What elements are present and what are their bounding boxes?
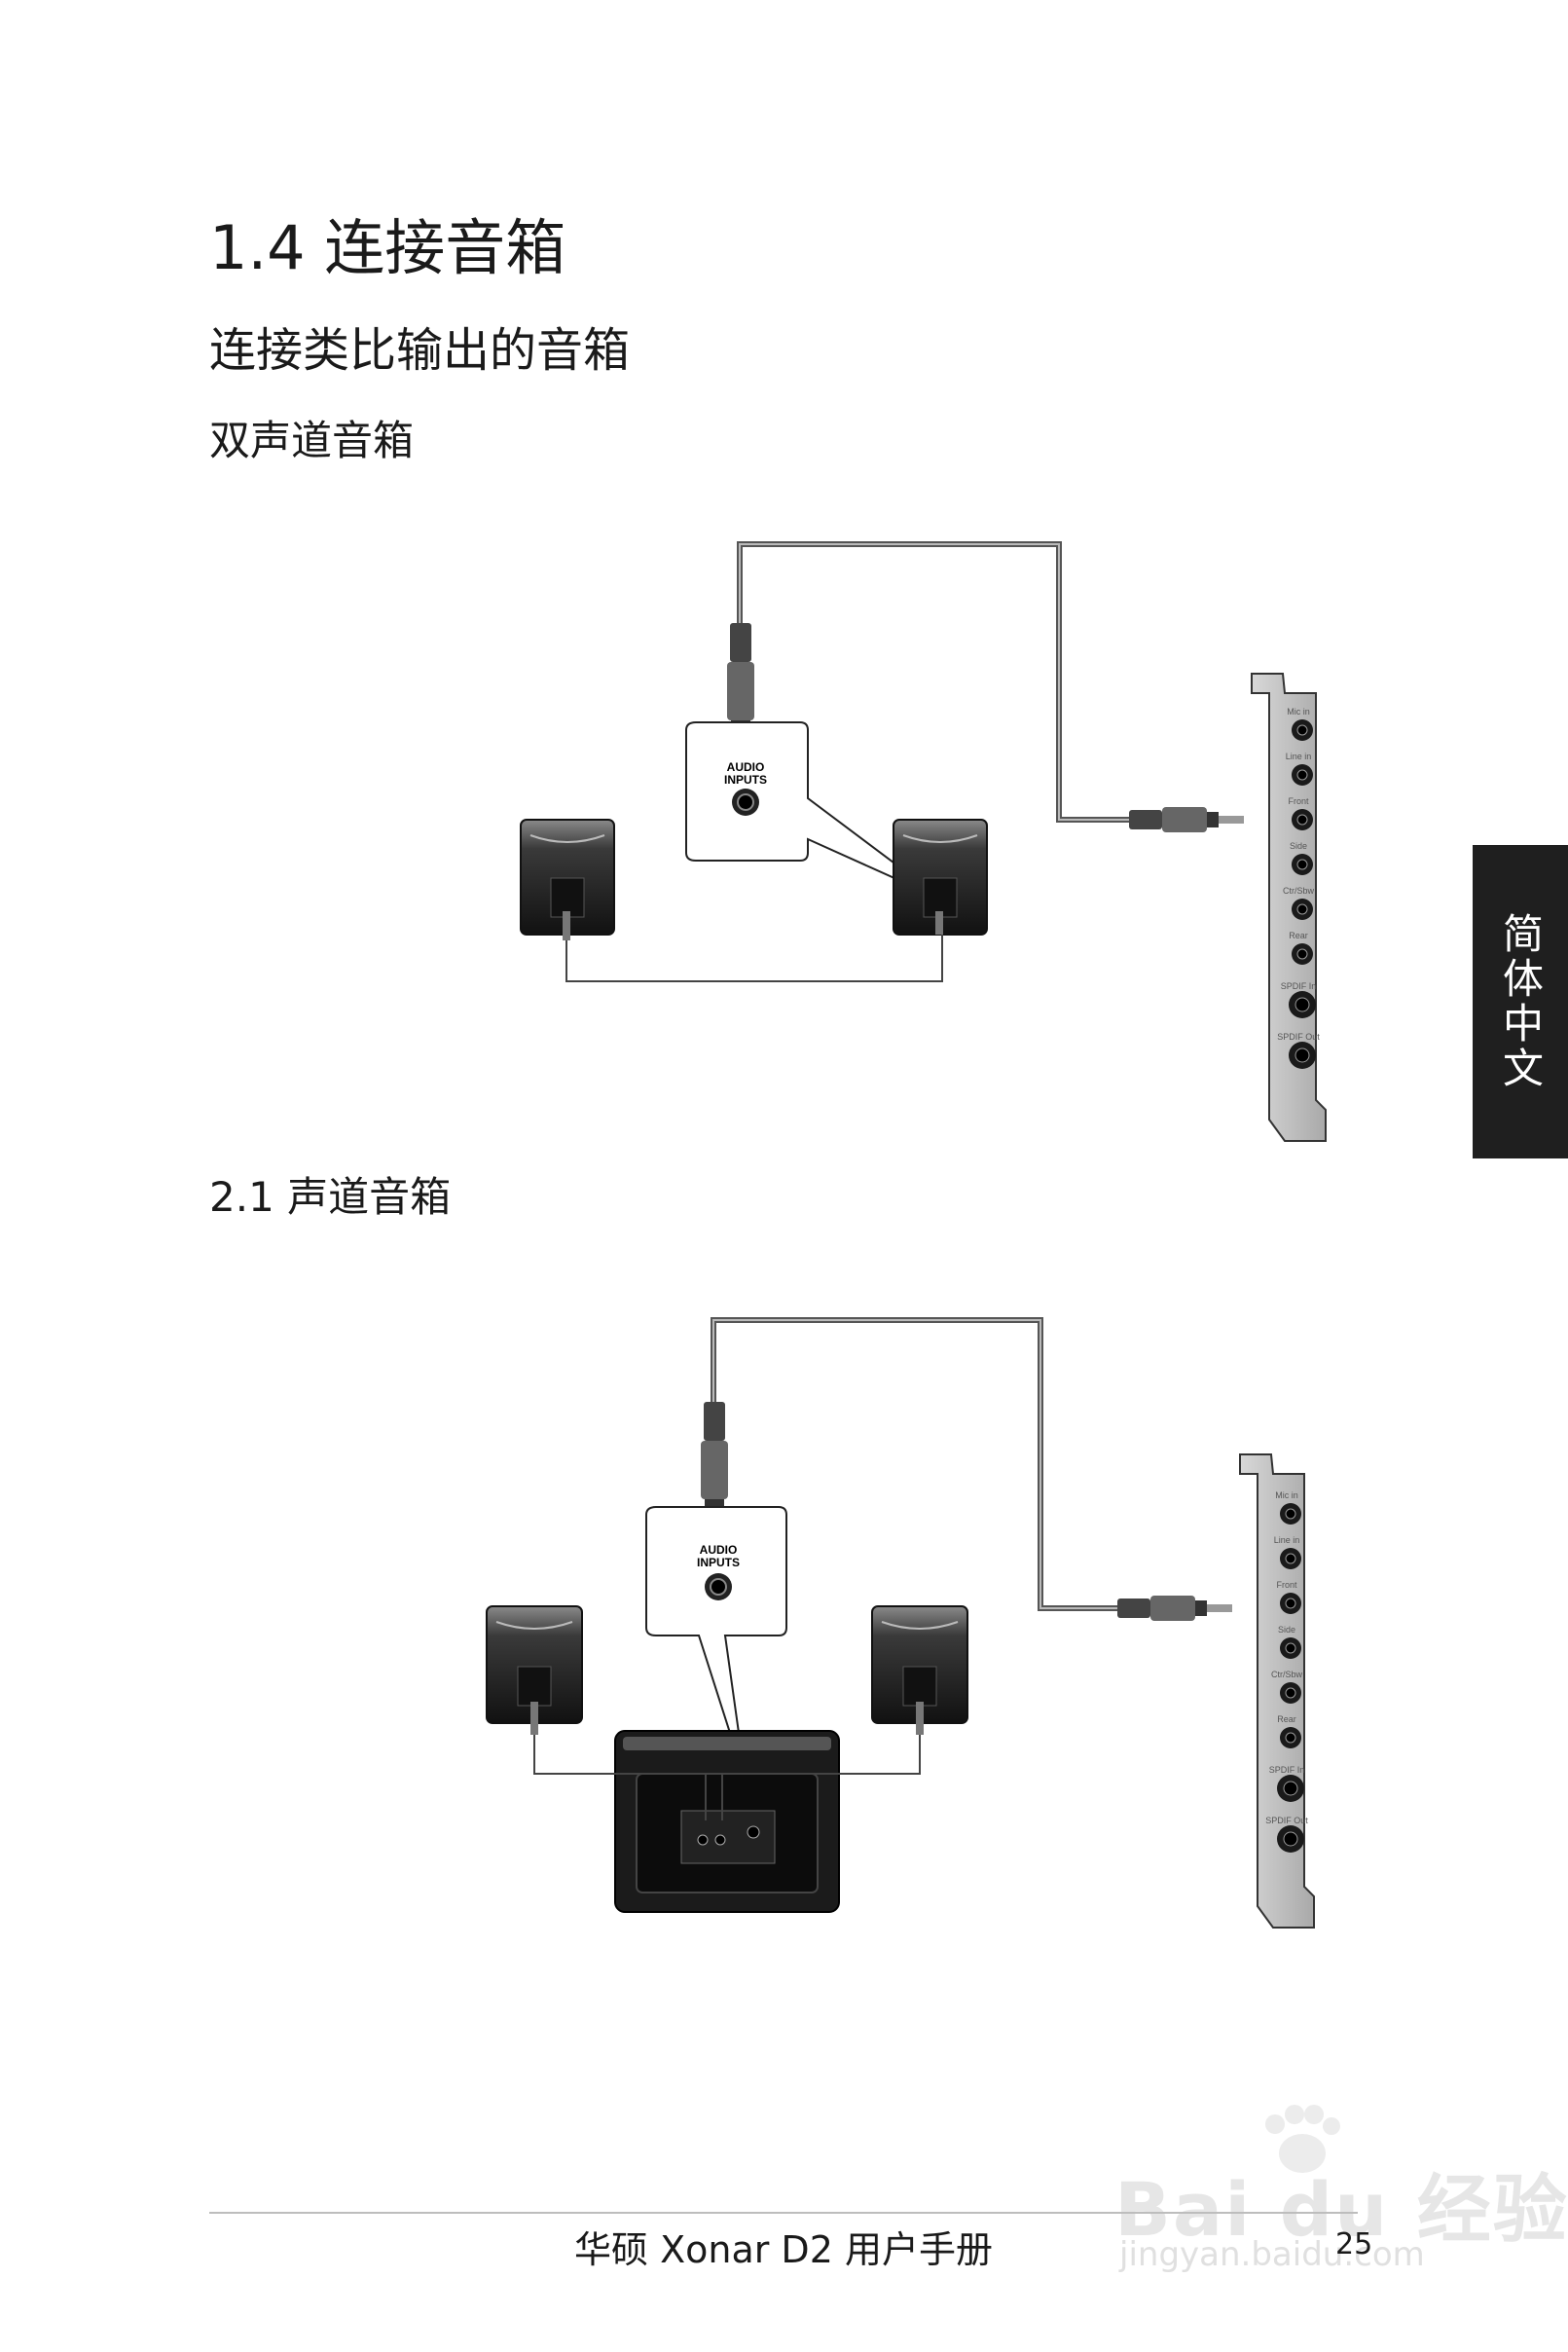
card-port-label: SPDIF Out [1277,1032,1320,1042]
speaker-link-cable [565,935,943,982]
audio-inputs-label-b: AUDIO [700,1543,738,1557]
card-port-hole [1285,1687,1296,1699]
card-port-label: Mic in [1287,707,1310,717]
audio-inputs-callout-2: AUDIO INPUTS [645,1506,787,1782]
left-speaker [520,819,615,940]
card-port-label: Front [1276,1580,1297,1590]
satellite-cables [533,1735,921,1820]
card-port-hole [1295,997,1310,1012]
audio-inputs-label-2: INPUTS [724,773,767,787]
audio-plug-vertical-2 [701,1402,728,1530]
card-port-label: Ctr/Sbw [1283,886,1315,896]
card-port-hole [1283,1831,1298,1847]
card-port-label: Ctr/Sbw [1271,1670,1303,1679]
two-one-heading: 2.1 声道音箱 [209,1173,452,1221]
card-port-label: SPDIF In [1281,981,1317,991]
card-port-label: Line in [1286,752,1312,761]
card-port-label: Rear [1277,1714,1296,1724]
audio-inputs-label-b2: INPUTS [697,1556,740,1569]
left-satellite-speaker [486,1605,583,1735]
right-satellite-speaker [871,1605,968,1735]
card-port-hole [1296,859,1308,870]
card-port-label: Side [1278,1625,1295,1635]
card-port-hole [1285,1553,1296,1564]
watermark-paw-icon [1256,2103,1343,2185]
card-port-label: Rear [1289,931,1308,940]
card-port-label: SPDIF Out [1265,1816,1308,1825]
card-port-hole [1296,903,1308,915]
audio-inputs-label: AUDIO [727,760,765,774]
language-tab-label: 简体中文 [1496,912,1545,1091]
stereo-heading: 双声道音箱 [209,417,415,464]
card-port-hole [1285,1732,1296,1744]
card-port-hole [1296,724,1308,736]
card-port-hole [1285,1642,1296,1654]
subwoofer [614,1730,840,1913]
section-title: 1.4 连接音箱 [209,212,566,283]
audio-inputs-callout: AUDIO INPUTS [685,721,945,901]
card-port-hole [1283,1781,1298,1796]
card-port-label: Line in [1274,1535,1300,1545]
audio-plug-horizontal [1129,807,1244,832]
card-port-label: Mic in [1275,1490,1298,1500]
footer-title: 华硕 Xonar D2 用户手册 [574,2228,993,2271]
page-number: 25 [1335,2227,1373,2261]
card-port-label: Front [1288,796,1309,806]
right-speaker [893,819,988,936]
card-port-hole [1296,769,1308,781]
card-port-label: Side [1290,841,1307,851]
audio-plug-horizontal-2 [1117,1596,1232,1621]
card-port-hole [1295,1047,1310,1063]
section-subtitle: 连接类比输出的音箱 [209,323,631,378]
card-port-label: SPDIF In [1269,1765,1305,1775]
card-port-hole [1285,1598,1296,1609]
watermark-url: jingyan.baidu.com [1119,2235,1425,2274]
watermark-brand: Bai du 经验 [1114,2166,1568,2253]
card-port-hole [1285,1508,1296,1520]
card-port-hole [1296,814,1308,826]
card-port-hole [1296,948,1308,960]
footer-divider [209,2212,1358,2214]
language-tab: 简体中文 [1473,845,1568,1158]
